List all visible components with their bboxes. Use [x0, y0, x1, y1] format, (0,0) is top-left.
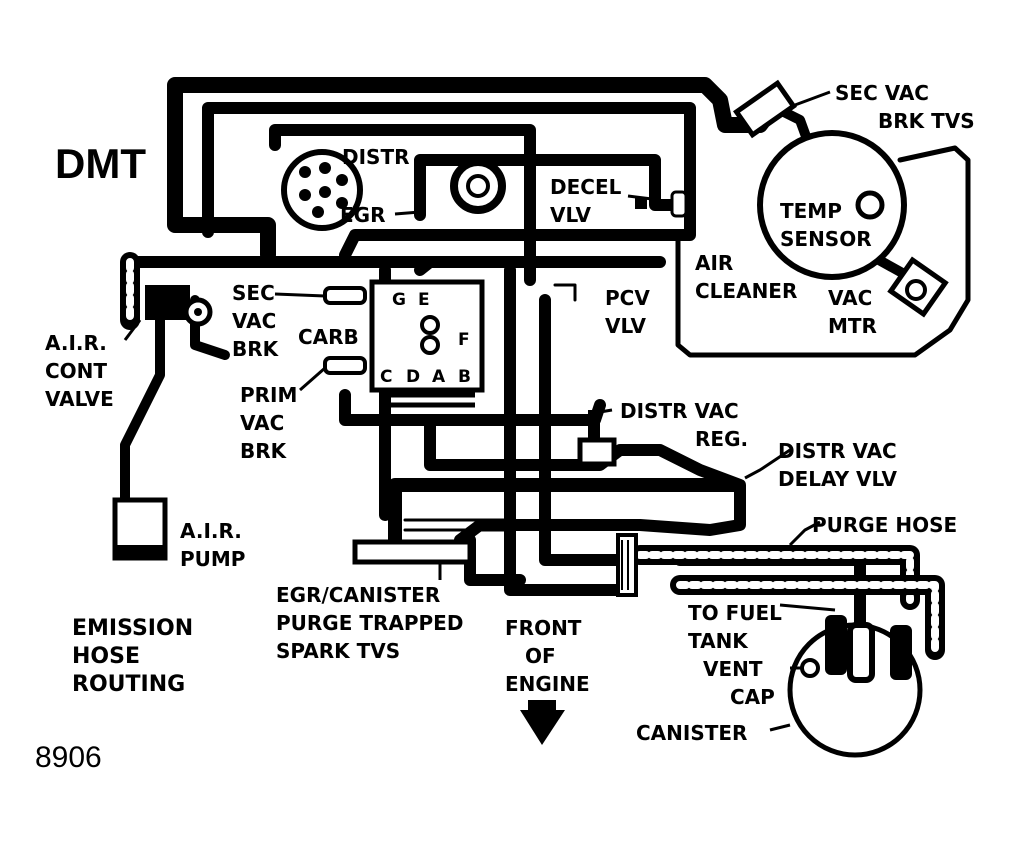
carburetor — [323, 279, 485, 408]
label-air-pump-2: PUMP — [180, 547, 245, 571]
air-cleaner — [733, 79, 949, 318]
hose-vertical-bundle-2 — [539, 294, 631, 566]
egr-canister-tvs — [352, 533, 638, 597]
label-distr-vac-reg-1: DISTR VAC — [620, 399, 739, 423]
air-pump — [112, 497, 168, 561]
label-air-cont-1: A.I.R. — [45, 331, 107, 355]
label-delay-vlv-1: DISTR VAC — [778, 439, 897, 463]
distr-vac-reg — [577, 410, 617, 467]
label-egr: EGR — [340, 203, 385, 227]
carb-port-a: A — [432, 367, 446, 387]
label-vent-cap-2: CAP — [730, 685, 775, 709]
label-sec-vac-brk-tvs-1: SEC VAC — [835, 81, 929, 105]
title-line-3: ROUTING — [72, 672, 185, 697]
carb-port-e: E — [418, 290, 430, 310]
label-fuel-tank-2: TANK — [688, 629, 749, 653]
label-front-3: ENGINE — [505, 672, 590, 696]
title-line-2: HOSE — [72, 644, 140, 669]
hose-lower-loop — [388, 478, 742, 547]
label-air-cleaner-2: CLEANER — [695, 279, 797, 303]
air-control-valve — [145, 285, 213, 327]
label-pcv-2: VLV — [605, 314, 646, 338]
front-arrow-icon — [520, 700, 565, 745]
label-temp-1: TEMP — [780, 199, 842, 223]
leader-lines — [123, 90, 836, 732]
hose-air-cleaner-loop — [675, 145, 971, 358]
hose-network — [120, 77, 866, 656]
title-line-1: EMISSION — [72, 616, 193, 641]
carb-port-d: D — [406, 367, 420, 387]
label-sec-vac-brk-2: VAC — [232, 309, 276, 333]
egr-valve — [450, 158, 506, 214]
hose-pcv — [414, 256, 436, 276]
label-delay-vlv-2: DELAY VLV — [778, 467, 897, 491]
hose-air-to-pump — [120, 295, 165, 505]
label-air-cont-2: CONT — [45, 359, 107, 383]
label-vac-mtr-2: MTR — [828, 314, 877, 338]
label-carb: CARB — [298, 325, 359, 349]
hose-vacuum-lines — [403, 283, 577, 532]
label-purge-hose: PURGE HOSE — [812, 513, 957, 537]
hose-egr-loop — [414, 154, 686, 221]
label-front-2: OF — [525, 644, 556, 668]
labels: DMT 8906 SEC VAC BRK TVS DISTR DECEL VLV… — [35, 81, 975, 774]
hose-distr-loop — [269, 124, 536, 286]
hose-delay-loop — [424, 414, 746, 546]
carb-port-f: F — [458, 330, 470, 350]
figure-number: 8906 — [35, 741, 102, 774]
carb-port-b: B — [458, 367, 471, 387]
label-vac-mtr-1: VAC — [828, 286, 872, 310]
canister — [787, 615, 923, 758]
label-egr-canister-1: EGR/CANISTER — [276, 583, 440, 607]
label-canister: CANISTER — [636, 721, 747, 745]
label-distr-vac-reg-2: REG. — [695, 427, 748, 451]
label-temp-2: SENSOR — [780, 227, 872, 251]
purge-hose — [120, 252, 945, 660]
label-sec-vac-brk-1: SEC — [232, 281, 275, 305]
label-air-pump-1: A.I.R. — [180, 519, 242, 543]
label-prim-vac-brk-2: VAC — [240, 411, 284, 435]
hose-inner-loop — [202, 102, 696, 261]
decel-valve — [635, 190, 688, 218]
label-egr-canister-2: PURGE TRAPPED — [276, 611, 463, 635]
label-fuel-tank-1: TO FUEL — [688, 601, 782, 625]
label-decel-2: VLV — [550, 203, 591, 227]
label-decel-1: DECEL — [550, 175, 622, 199]
carb-port-g: G — [392, 290, 406, 310]
label-sec-vac-brk-tvs-2: BRK TVS — [878, 109, 975, 133]
label-prim-vac-brk-3: BRK — [240, 439, 288, 463]
label-air-cleaner-1: AIR — [695, 251, 733, 275]
label-air-cont-3: VALVE — [45, 387, 114, 411]
label-front-1: FRONT — [505, 616, 582, 640]
label-egr-canister-3: SPARK TVS — [276, 639, 400, 663]
label-prim-vac-brk-1: PRIM — [240, 383, 297, 407]
label-pcv-1: PCV — [605, 286, 650, 310]
hose-vertical-bundle-1 — [504, 264, 626, 596]
carb-port-c: C — [380, 367, 392, 387]
diagram-code: DMT — [55, 140, 146, 187]
label-sec-vac-brk-3: BRK — [232, 337, 280, 361]
label-distr: DISTR — [342, 145, 410, 169]
label-vent-cap-1: VENT — [703, 657, 763, 681]
distributor — [281, 149, 363, 231]
